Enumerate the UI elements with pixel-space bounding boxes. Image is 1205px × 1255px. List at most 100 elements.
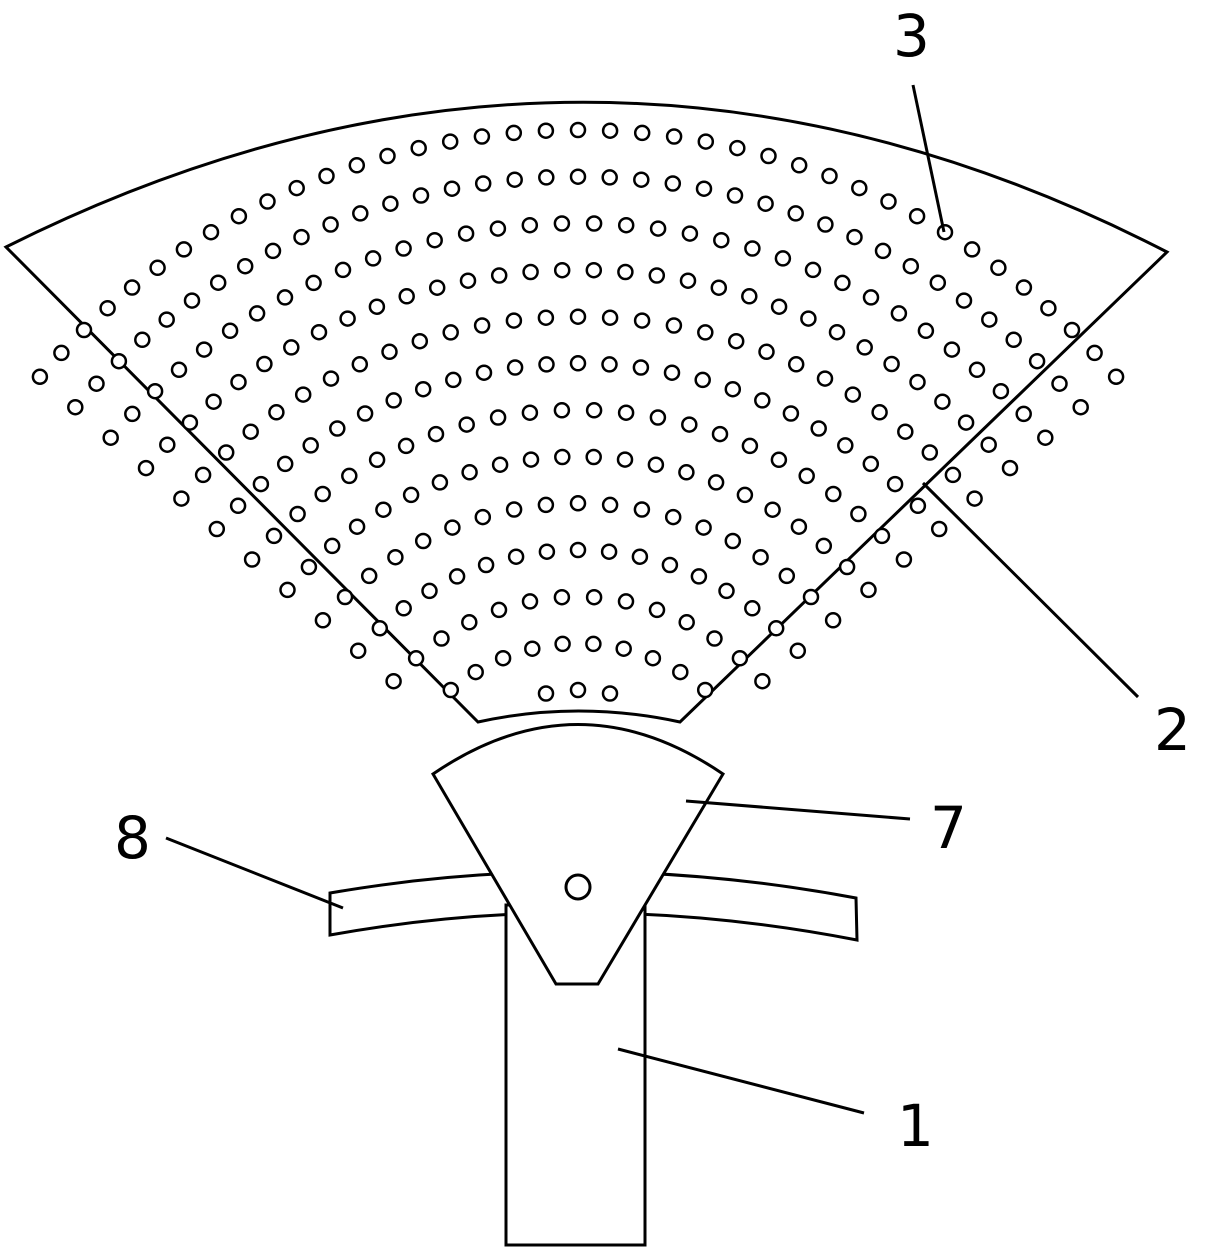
hole (767, 620, 785, 637)
hole (426, 231, 443, 249)
hole (1015, 405, 1032, 423)
hole (980, 436, 997, 453)
hole (757, 195, 774, 212)
hole (402, 486, 420, 504)
hole (681, 225, 699, 242)
hole (754, 392, 771, 409)
hole (195, 341, 213, 358)
hole (31, 368, 49, 386)
hole (553, 261, 571, 279)
hole (490, 601, 508, 619)
hole (802, 588, 820, 606)
hole (874, 242, 892, 260)
hole (569, 168, 587, 185)
hole (815, 537, 833, 555)
hole (323, 537, 341, 555)
hole (553, 402, 571, 419)
hole (505, 501, 523, 518)
hub (430, 723, 726, 986)
hole (921, 444, 939, 461)
hole (1107, 368, 1125, 386)
hole (428, 279, 446, 296)
label-fan-blade: 2 (1154, 696, 1191, 764)
hole (506, 359, 524, 376)
hole (75, 321, 93, 339)
hole (202, 223, 220, 241)
hole (909, 373, 926, 391)
hole (616, 451, 634, 468)
hole (661, 556, 679, 574)
hole (678, 614, 695, 631)
hole (649, 409, 667, 426)
hole (310, 323, 328, 341)
hole (569, 495, 587, 512)
hole (349, 642, 367, 660)
hole (665, 317, 683, 334)
hole (862, 289, 880, 306)
hole (217, 444, 235, 461)
hole (302, 437, 319, 454)
hole (764, 501, 781, 518)
hole (585, 215, 603, 232)
hole (837, 437, 854, 454)
hole (356, 405, 374, 422)
hole (706, 630, 723, 647)
hole (633, 124, 651, 142)
hole (647, 456, 665, 473)
hole (538, 169, 555, 186)
hole (395, 600, 412, 617)
hole (760, 147, 777, 165)
hole (936, 223, 954, 241)
hole (524, 640, 541, 657)
hole (553, 588, 571, 606)
hole (992, 382, 1010, 400)
hole (981, 311, 998, 328)
hole (289, 505, 306, 523)
hole (522, 263, 539, 281)
hole (360, 567, 378, 585)
hole (711, 425, 729, 443)
hole (407, 650, 425, 667)
hole (194, 466, 212, 484)
hole (890, 305, 908, 322)
hole (474, 508, 492, 526)
hole (697, 133, 715, 150)
hole (697, 324, 714, 341)
hole (665, 128, 683, 145)
hole (371, 620, 389, 637)
hole (897, 423, 914, 440)
hole (209, 274, 227, 291)
label-hub: 7 (930, 794, 967, 862)
hole (411, 332, 429, 350)
hole (134, 331, 151, 349)
hole (364, 250, 382, 267)
hole (473, 128, 491, 145)
hole (538, 543, 556, 560)
hole (694, 371, 711, 389)
hole (601, 122, 619, 139)
leader-line-1 (617, 1047, 865, 1115)
hole (99, 299, 116, 317)
hole (158, 311, 175, 328)
hole (124, 405, 141, 423)
hole (1063, 321, 1081, 339)
hole (909, 497, 927, 515)
hole (695, 519, 712, 536)
hole (880, 193, 897, 210)
hole (615, 640, 632, 657)
hole (522, 451, 540, 468)
hole (181, 414, 199, 431)
hole (159, 436, 176, 453)
hole (825, 485, 842, 503)
hole (379, 147, 396, 165)
hole (414, 380, 432, 398)
hole (477, 556, 495, 574)
hole (828, 323, 846, 341)
hole (1028, 352, 1046, 370)
hole (102, 429, 119, 446)
hole (617, 216, 635, 234)
hole (264, 242, 282, 260)
hole (810, 420, 827, 437)
hole (236, 257, 254, 275)
hole (1037, 429, 1054, 446)
